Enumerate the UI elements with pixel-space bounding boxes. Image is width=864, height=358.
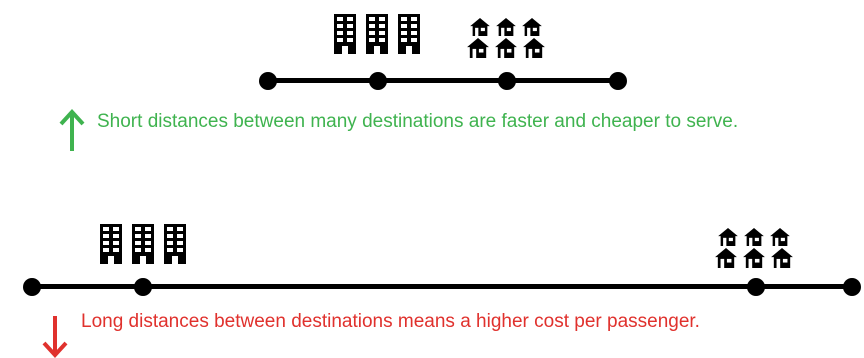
bottom-caption: Long distances between destinations mean… (81, 311, 700, 332)
top-caption: Short distances between many destination… (97, 111, 739, 132)
bottom-route-stop (134, 278, 152, 296)
house-icon (715, 228, 793, 268)
bottom-route-stop (843, 278, 861, 296)
bottom-route-stop (747, 278, 765, 296)
bottom-route-stop (23, 278, 41, 296)
top-route-stop (498, 72, 516, 90)
arrow-down-icon (41, 316, 69, 358)
office-building-icon (334, 14, 420, 54)
house-icon (467, 18, 545, 58)
bottom-office-buildings (100, 224, 186, 264)
top-route-line (268, 78, 618, 83)
office-building-icon (100, 224, 186, 264)
top-office-buildings (334, 14, 420, 54)
top-route-stop (609, 72, 627, 90)
top-route-stop (259, 72, 277, 90)
top-houses (466, 18, 550, 58)
bottom-houses (714, 228, 798, 268)
bottom-route-line (32, 284, 854, 289)
arrow-up-icon (58, 109, 86, 153)
top-route-stop (369, 72, 387, 90)
